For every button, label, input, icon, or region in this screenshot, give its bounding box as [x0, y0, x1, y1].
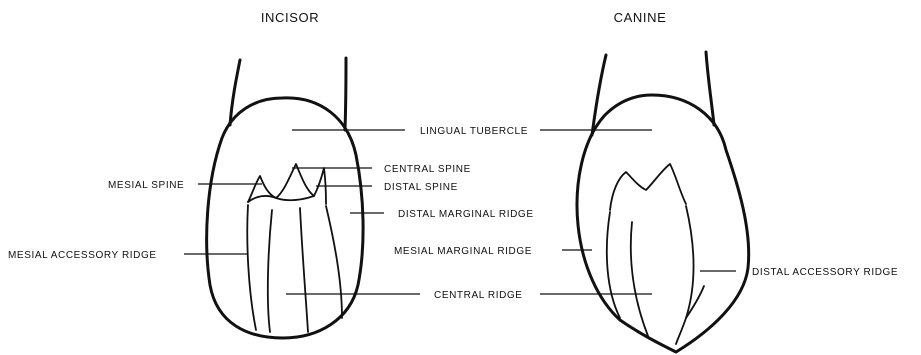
label-mesial-spine: MESIAL SPINE	[108, 180, 184, 191]
canine-distal-accessory-ridge	[676, 206, 694, 344]
incisor-root-distal	[345, 58, 346, 130]
canine-title: CANINE	[614, 10, 667, 25]
label-central-spine: CENTRAL SPINE	[384, 164, 471, 175]
label-mesial-marginal-ridge: MESIAL MARGINAL RIDGE	[394, 246, 532, 257]
label-distal-accessory-ridge: DISTAL ACCESSORY RIDGE	[752, 267, 898, 278]
incisor-title: INCISOR	[261, 10, 319, 25]
label-lingual-tubercle: LINGUAL TUBERCLE	[420, 126, 528, 137]
incisor-distal-marginal-ridge	[326, 206, 342, 318]
label-central-ridge: CENTRAL RIDGE	[434, 290, 523, 301]
label-distal-spine: DISTAL SPINE	[384, 182, 458, 193]
canine-drawing	[577, 52, 749, 352]
incisor-drawing	[207, 58, 363, 338]
label-mesial-accessory-ridge: MESIAL ACCESSORY RIDGE	[8, 250, 157, 261]
canine-mesial-marginal-ridge	[607, 212, 620, 318]
incisor-mesial-accessory-ridge	[247, 205, 256, 330]
canine-crown-outline	[577, 95, 749, 352]
canine-distal-ridge-inner	[686, 286, 704, 318]
incisor-cingulum-curve	[248, 196, 314, 202]
label-distal-marginal-ridge: DISTAL MARGINAL RIDGE	[398, 209, 534, 220]
incisor-crown-outline	[207, 98, 363, 338]
canine-cingulum	[610, 164, 686, 210]
incisor-central-ridge-right	[300, 208, 308, 332]
incisor-central-ridge-left	[268, 210, 272, 332]
canine-central-ridge	[631, 222, 648, 336]
